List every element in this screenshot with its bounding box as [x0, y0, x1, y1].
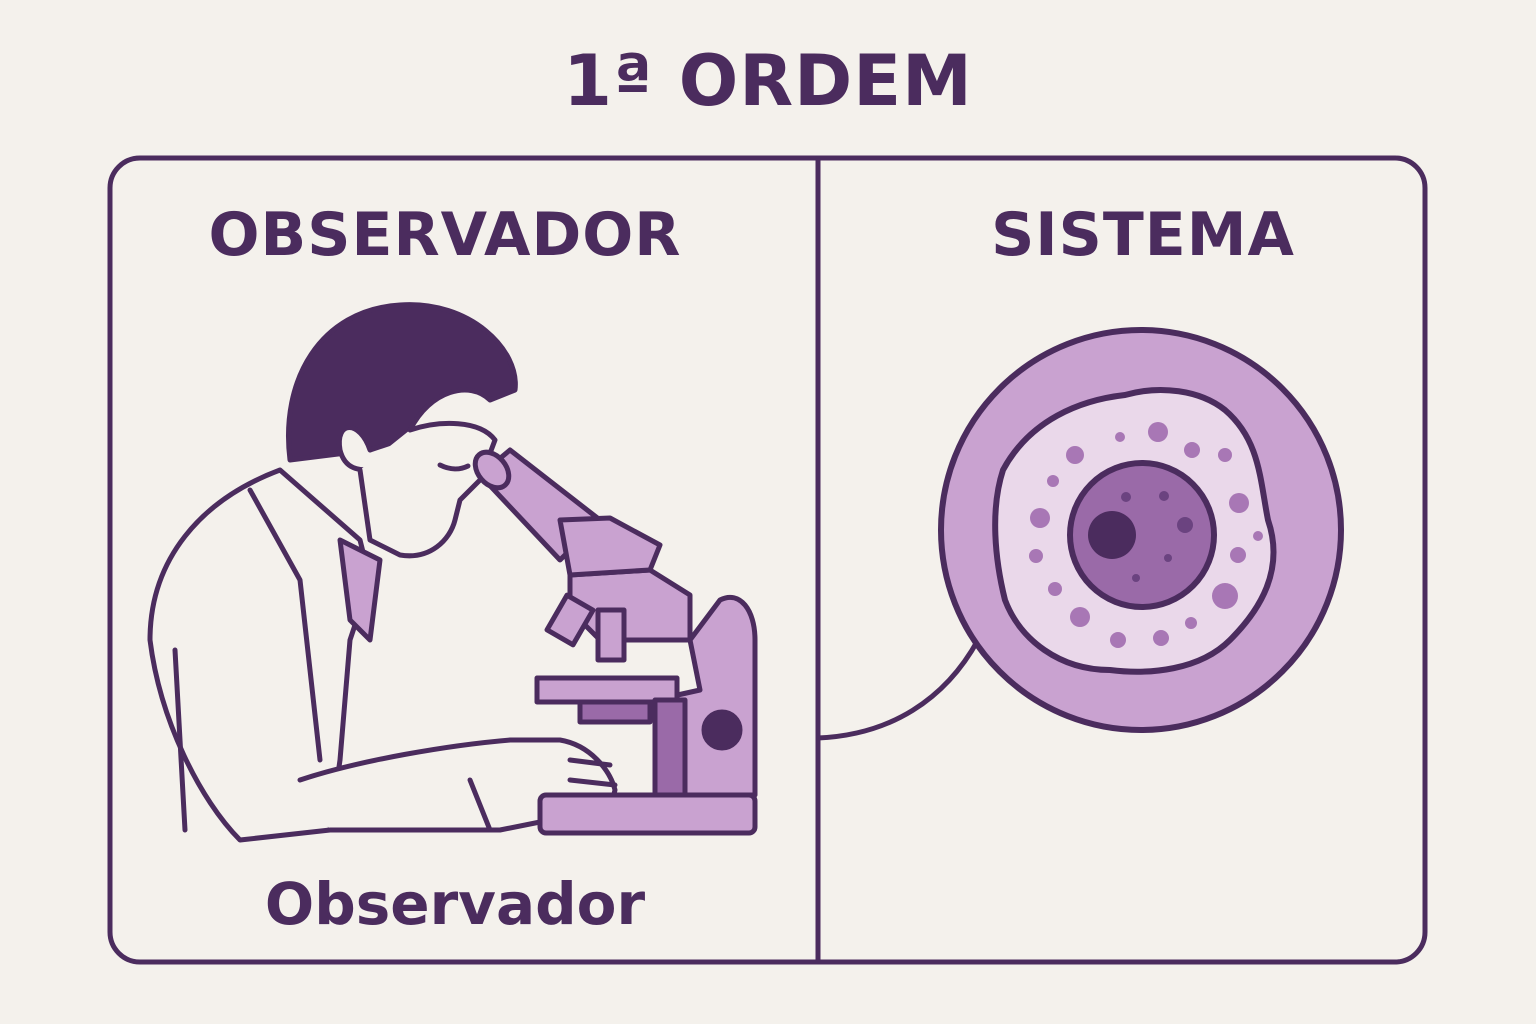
nucleus-dots [1121, 491, 1193, 582]
cell-icon [938, 327, 1344, 733]
system-heading: SISTEMA [991, 200, 1295, 270]
scientist-icon [147, 302, 618, 843]
page-title: 1ª ORDEM [563, 40, 973, 122]
microscope-icon [472, 447, 758, 836]
observer-caption: Observador [264, 870, 646, 938]
cell-granules [1029, 422, 1263, 648]
observer-heading: OBSERVADOR [208, 200, 682, 270]
connector-line [815, 637, 981, 741]
frame-box [107, 155, 1428, 965]
